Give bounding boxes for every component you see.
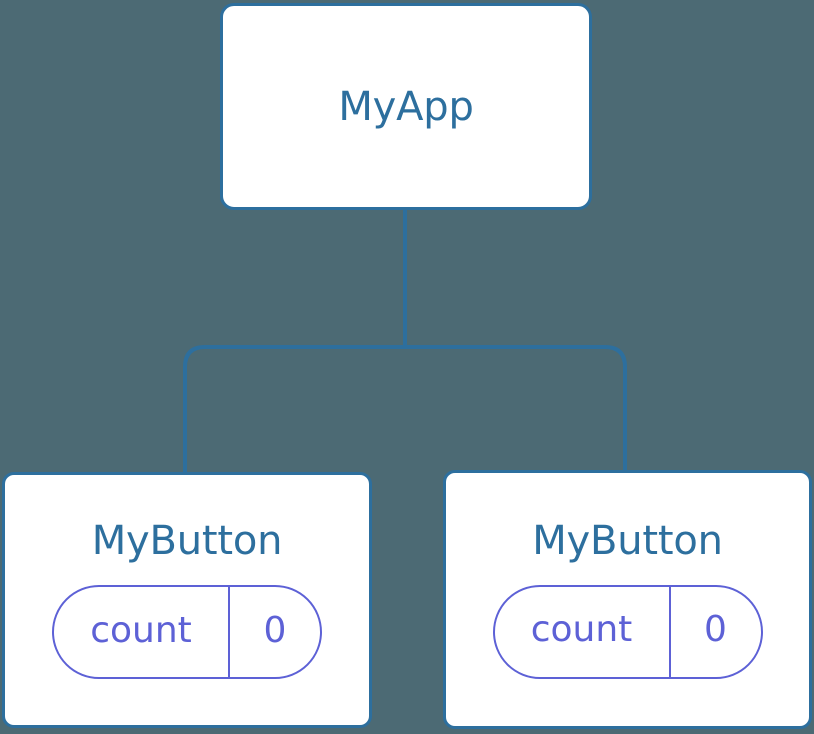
state-key-label: count (90, 609, 192, 651)
component-node-title: MyApp (338, 83, 474, 130)
component-node-mybutton-right[interactable]: MyButton count 0 (443, 470, 812, 729)
state-value-label: 0 (668, 586, 761, 677)
state-badge[interactable]: count 0 (52, 585, 322, 679)
edge-to-left-child (183, 345, 405, 474)
component-node-body: MyButton count 0 (52, 521, 322, 679)
state-value-label: 0 (228, 587, 320, 677)
edge-to-right-child (405, 345, 627, 472)
component-node-body: MyButton count 0 (492, 517, 763, 679)
state-key-label: count (530, 609, 633, 650)
component-node-myapp[interactable]: MyApp (220, 3, 592, 210)
state-badge[interactable]: count 0 (492, 584, 763, 679)
component-node-mybutton-left[interactable]: MyButton count 0 (2, 472, 372, 728)
component-node-title: MyButton (532, 517, 723, 564)
component-node-title: MyButton (91, 518, 283, 564)
